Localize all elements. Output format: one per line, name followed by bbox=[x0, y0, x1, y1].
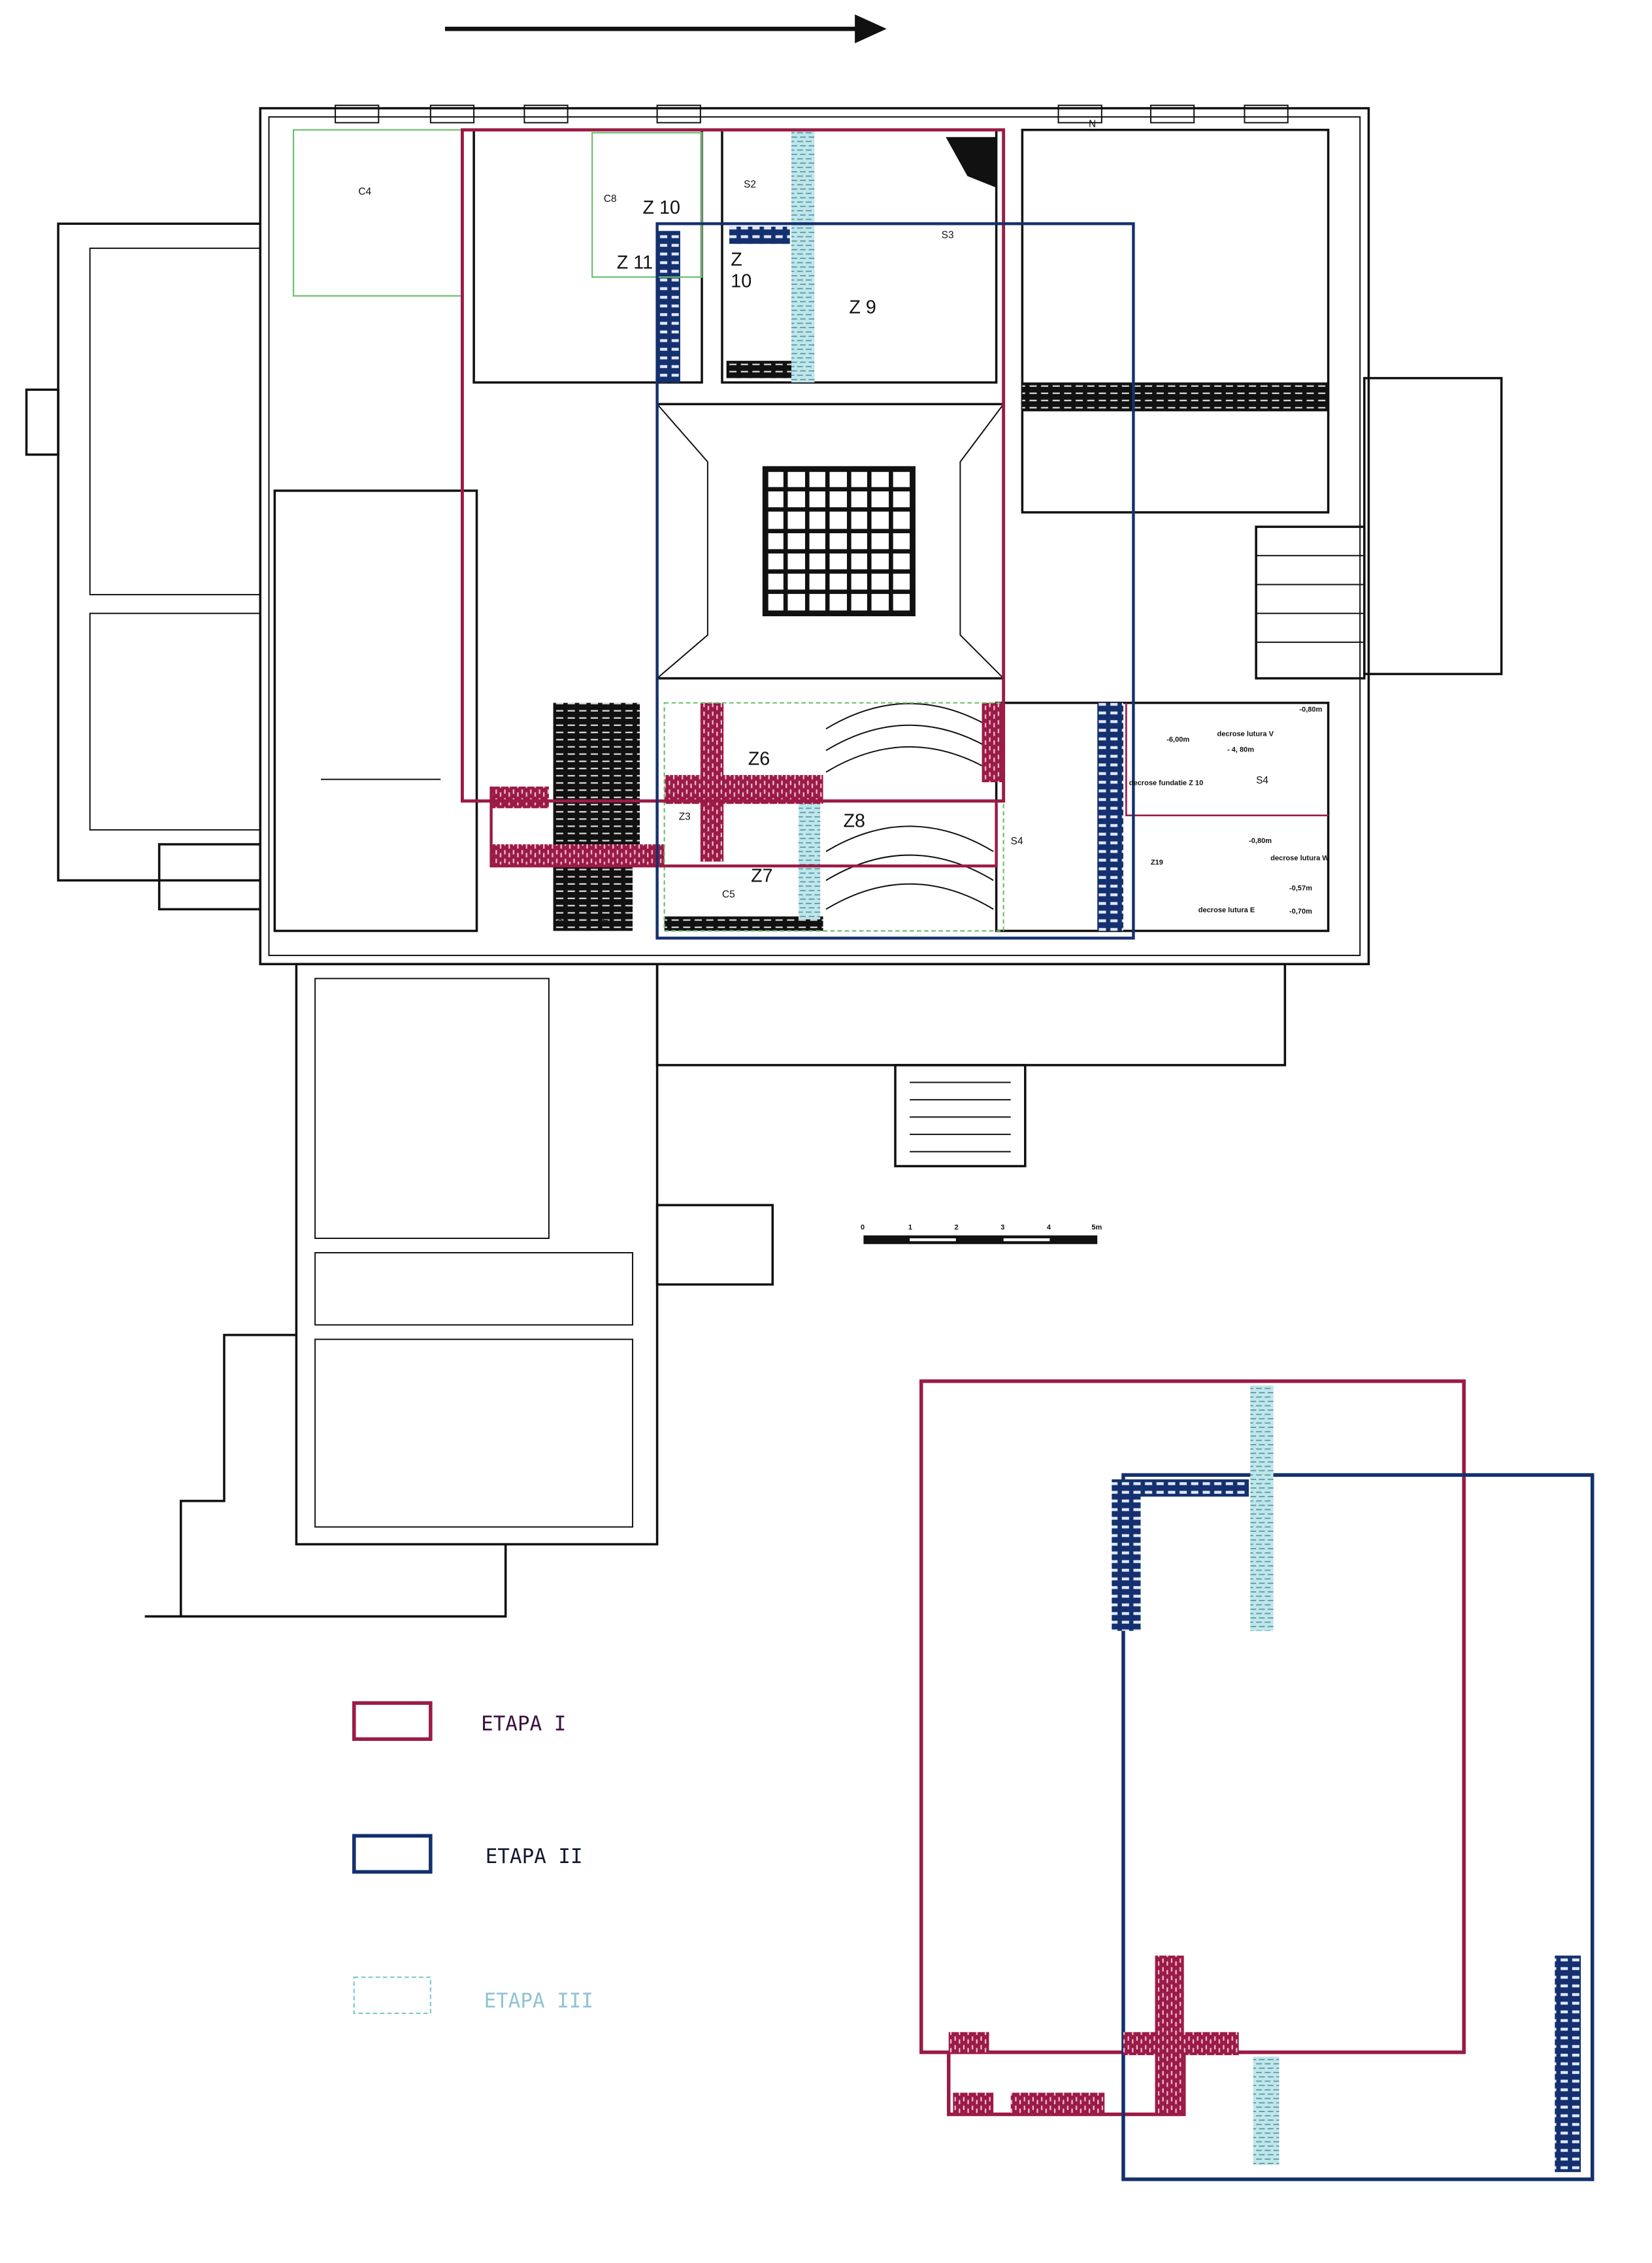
annotation: -0,70m bbox=[1289, 908, 1312, 916]
zone-label-z3: Z3 bbox=[679, 811, 691, 822]
zone-label-z10-number: 10 bbox=[731, 271, 752, 292]
zone-label-z19: Z19 bbox=[1151, 859, 1163, 867]
direction-arrow-icon bbox=[444, 14, 887, 44]
room-label-s3: S3 bbox=[942, 229, 954, 240]
hatched-walls bbox=[491, 129, 1329, 931]
annotation: decrose lutura V bbox=[1217, 730, 1274, 738]
stage-outlines bbox=[292, 128, 1329, 940]
annotation: -0,80m bbox=[1299, 706, 1322, 714]
legend: ETAPA I ETAPA II ETAPA III bbox=[352, 1701, 593, 2015]
legend-item-etapa-2: ETAPA II bbox=[352, 1834, 583, 1874]
zone-label-z7: Z7 bbox=[751, 865, 772, 886]
legend-label: ETAPA II bbox=[486, 1845, 583, 1868]
zone-label-z4: Z4 bbox=[603, 912, 614, 923]
zone-label-z11: Z 11 bbox=[617, 252, 653, 273]
room-labels: C4 C8 S2 S3 S4 S4 C5 C6 N Z 10 Z 11 Z 10… bbox=[358, 118, 1268, 929]
zone-label-z10: Z 10 bbox=[643, 197, 680, 218]
annotation: -0,57m bbox=[1289, 885, 1312, 893]
zone-label-z6: Z6 bbox=[748, 749, 770, 770]
scale-tick: 5m bbox=[1091, 1224, 1102, 1232]
legend-label: ETAPA III bbox=[484, 1989, 593, 2013]
scale-tick: 3 bbox=[1000, 1224, 1004, 1232]
annotation: -0,80m bbox=[1249, 837, 1272, 845]
legend-item-etapa-1: ETAPA I bbox=[352, 1701, 566, 1742]
legend-swatch bbox=[353, 1976, 431, 2015]
skylight-grid bbox=[656, 403, 1004, 679]
legend-swatch bbox=[352, 1834, 433, 1874]
level-annotations: decrose lutura V - 4, 80m -6,00m decrose… bbox=[1129, 706, 1330, 916]
room-label-c4: C4 bbox=[358, 186, 371, 197]
annotation: - 4, 80m bbox=[1227, 746, 1254, 754]
room-label-s4: S4 bbox=[1256, 775, 1268, 786]
scale-bar: 0 1 2 3 4 5m bbox=[861, 1224, 1102, 1244]
annotation: decrose lutura W bbox=[1270, 854, 1329, 862]
annotation: -6,00m bbox=[1166, 736, 1189, 744]
legend-swatch bbox=[352, 1701, 433, 1742]
scale-tick: 0 bbox=[861, 1224, 865, 1232]
scale-tick: 1 bbox=[908, 1224, 912, 1232]
north-label: N bbox=[1089, 118, 1096, 129]
annotation: decrose fundatie Z 10 bbox=[1129, 779, 1203, 787]
zone-label-z9: Z 9 bbox=[849, 297, 876, 318]
room-label-s4-small: S4 bbox=[1011, 836, 1023, 847]
legend-label: ETAPA I bbox=[481, 1712, 566, 1736]
room-label-c8: C8 bbox=[604, 193, 617, 205]
stair-arcs bbox=[825, 702, 994, 910]
annotation: decrose lutura E bbox=[1198, 906, 1255, 914]
stage-overlap-inset bbox=[919, 1379, 1594, 2181]
room-label-c6: C6 bbox=[556, 918, 569, 929]
scale-tick: 4 bbox=[1047, 1224, 1051, 1232]
room-label-c5: C5 bbox=[722, 889, 735, 900]
room-label-s2: S2 bbox=[744, 179, 756, 190]
scale-tick: 2 bbox=[955, 1224, 959, 1232]
legend-item-etapa-3: ETAPA III bbox=[353, 1976, 593, 2015]
zone-label-z8: Z8 bbox=[844, 810, 866, 831]
zone-label-z10-inner: Z bbox=[731, 249, 742, 270]
